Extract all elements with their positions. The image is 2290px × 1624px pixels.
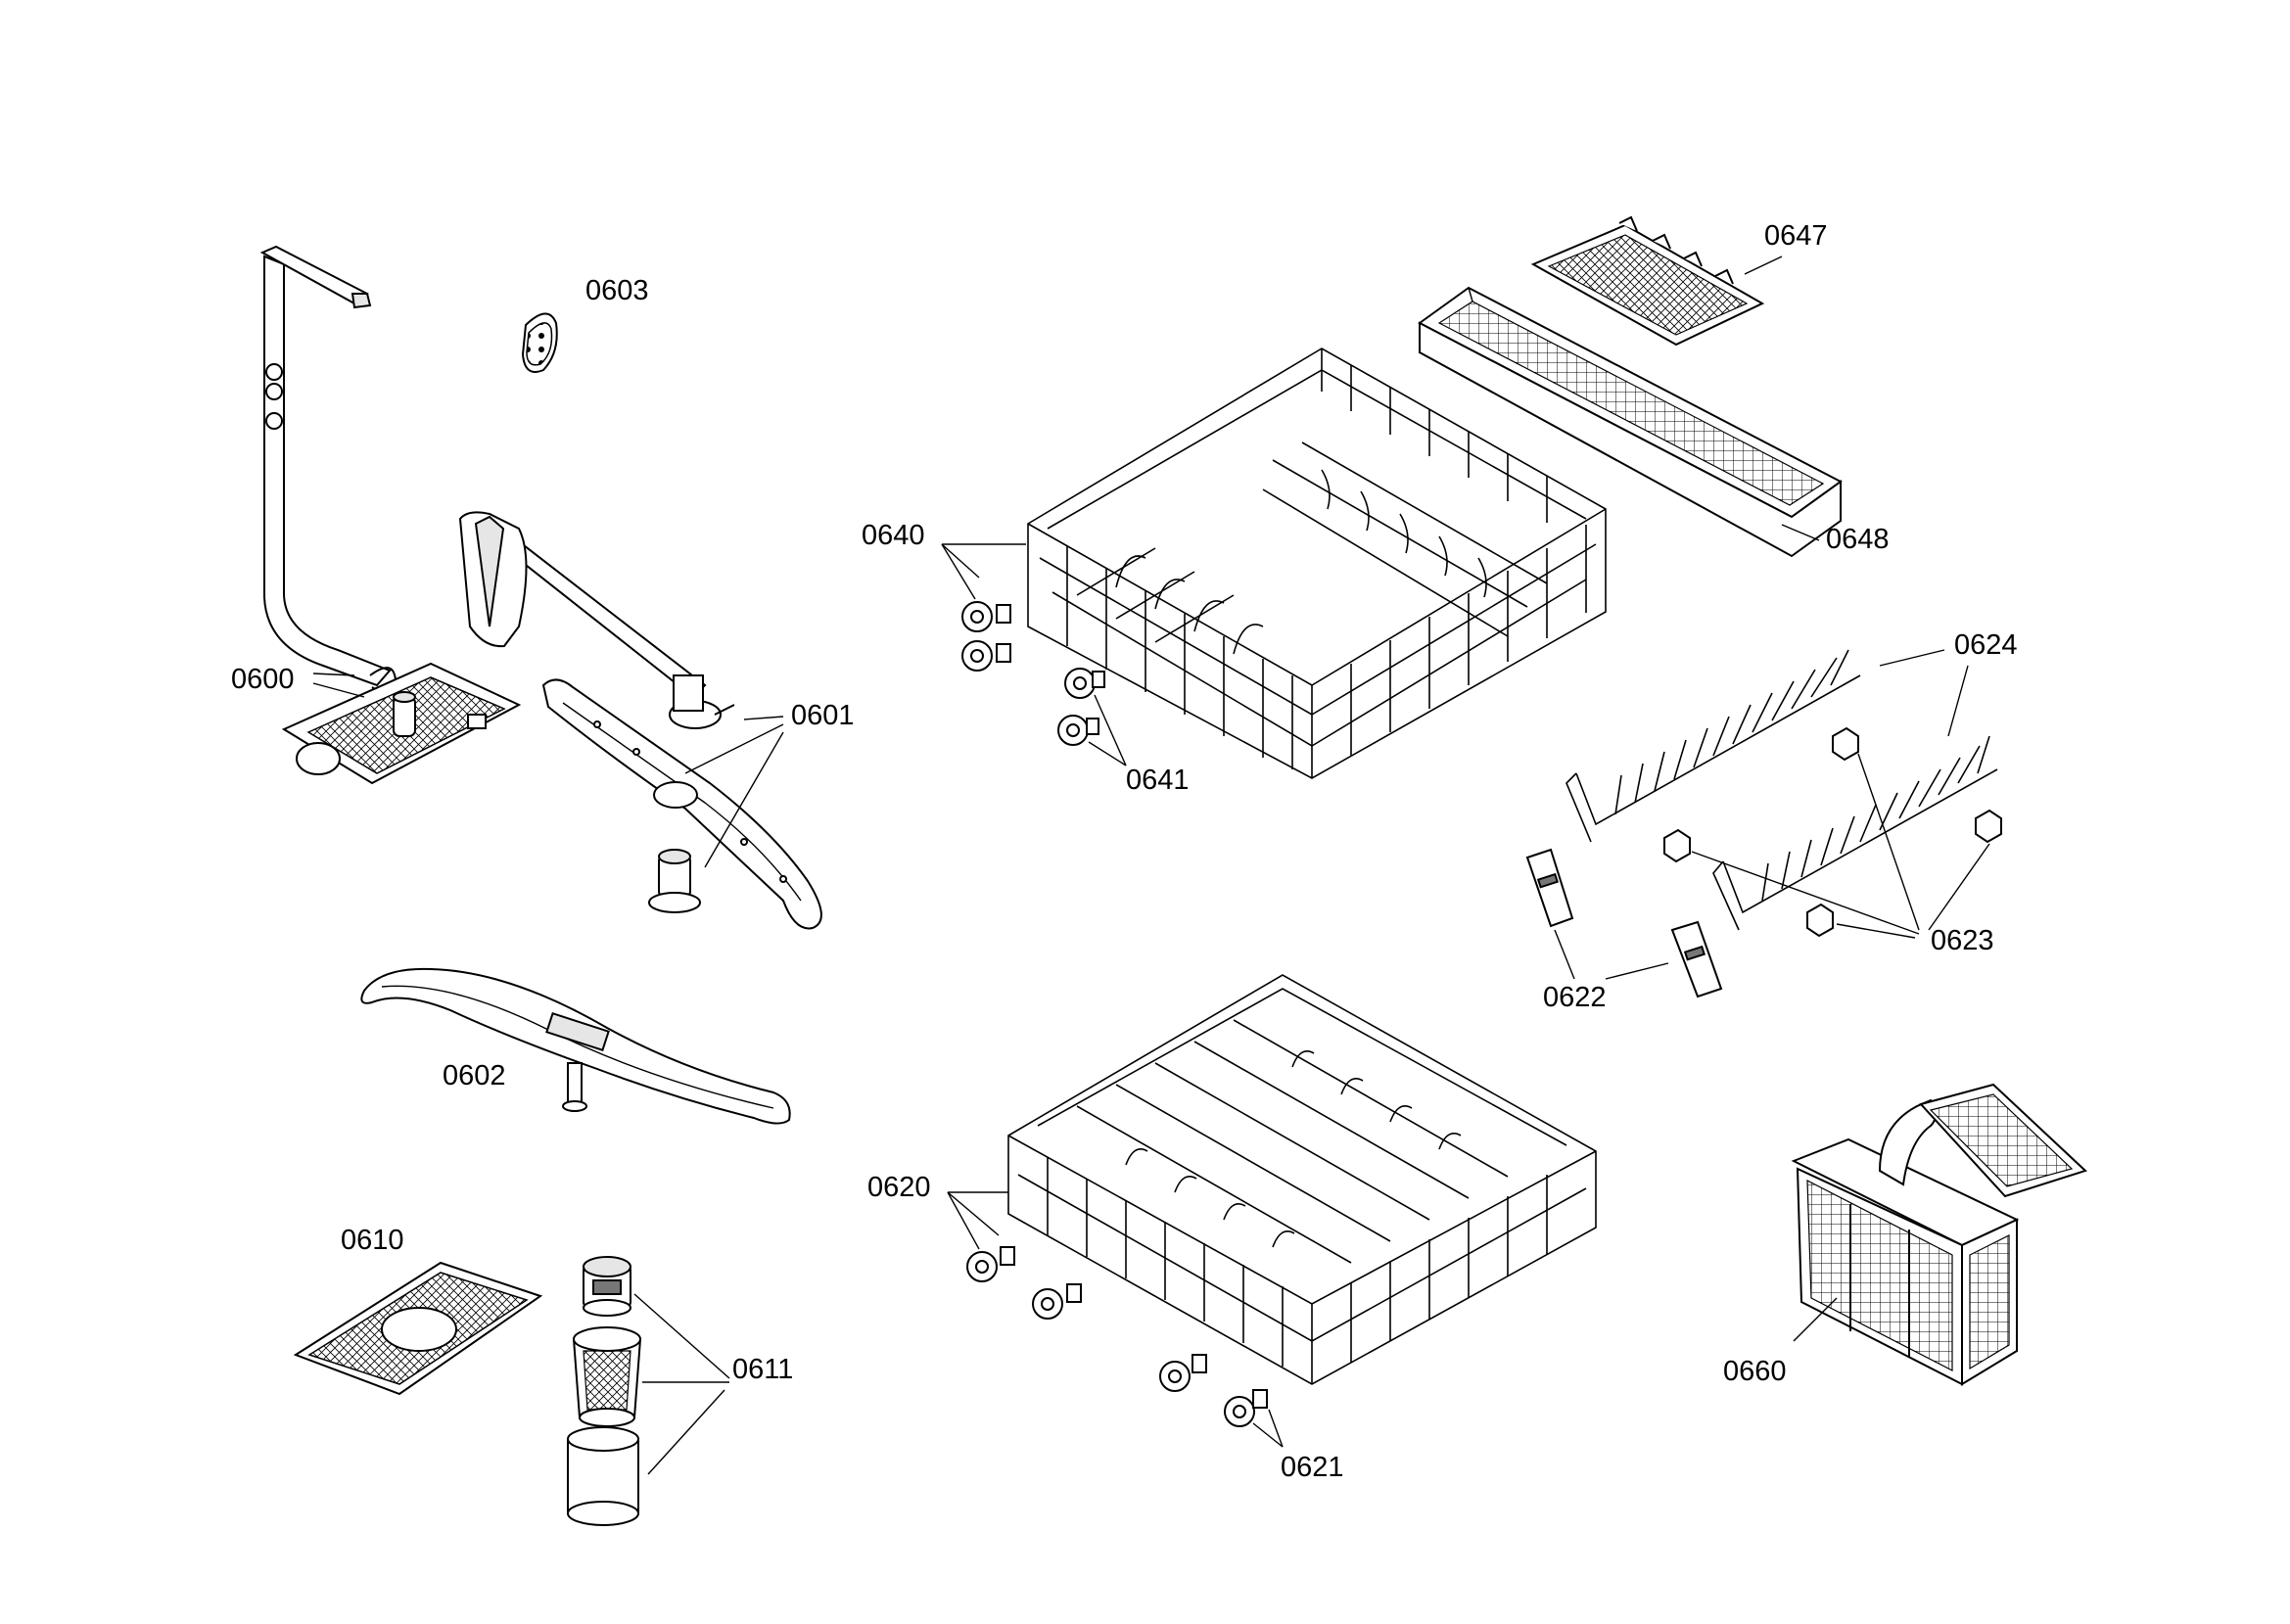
label-0602: 0602 — [443, 1060, 506, 1091]
leader-0647 — [1744, 255, 1783, 275]
part-0611-filter-top — [583, 1256, 631, 1317]
part-0640-upper-rack-wheels — [961, 601, 1011, 672]
part-0623-tine-clips — [1663, 726, 2002, 938]
part-0621-lower-rack-rollers — [1159, 1354, 1268, 1427]
leader-0601 — [684, 716, 784, 868]
leader-0624 — [1879, 649, 1969, 737]
part-0660-cutlery-basket — [1791, 1083, 2087, 1386]
part-0600-supply-pipe — [259, 245, 397, 692]
label-0648: 0648 — [1826, 524, 1890, 555]
leader-0621 — [1252, 1409, 1284, 1448]
part-0601-feed-tube — [458, 511, 735, 729]
leader-0600 — [312, 673, 365, 698]
part-0622-tine-brackets — [1525, 848, 1723, 998]
part-upper-rack — [1027, 348, 1607, 779]
leader-0622 — [1554, 929, 1669, 980]
part-0603-spray-nozzle — [521, 312, 558, 373]
part-0601-hub — [648, 849, 701, 913]
label-0640: 0640 — [862, 520, 925, 551]
leader-0623 — [1691, 753, 1990, 939]
label-0641: 0641 — [1126, 765, 1190, 796]
label-0647: 0647 — [1764, 220, 1828, 252]
label-0600: 0600 — [231, 664, 295, 695]
leader-0641 — [1088, 694, 1127, 766]
part-0602-lower-spray-arm — [360, 967, 791, 1125]
part-0647-tray-insert — [1530, 215, 1765, 347]
leader-0620 — [947, 1191, 1008, 1250]
label-0611: 0611 — [732, 1354, 793, 1385]
label-0621: 0621 — [1281, 1452, 1344, 1483]
label-0623: 0623 — [1931, 925, 1994, 956]
part-0600-base-housing — [281, 662, 522, 785]
part-lower-rack — [1007, 974, 1597, 1385]
label-0603: 0603 — [585, 275, 649, 306]
part-0624-tine-row-upper — [1566, 649, 1861, 843]
label-0610: 0610 — [341, 1225, 404, 1256]
label-0620: 0620 — [867, 1172, 931, 1203]
leader-0660 — [1793, 1297, 1838, 1342]
label-0622: 0622 — [1543, 982, 1607, 1013]
part-0601-spray-arm — [541, 678, 822, 930]
part-0620-lower-rack-wheels — [966, 1246, 1082, 1320]
leader-0611 — [633, 1293, 730, 1475]
part-0610-flat-filter — [293, 1261, 543, 1396]
part-0624-tine-row-lower — [1712, 735, 1998, 931]
label-0660: 0660 — [1723, 1356, 1787, 1387]
leader-0640 — [941, 543, 1026, 600]
label-0624: 0624 — [1954, 629, 2018, 661]
part-0648-cutlery-tray — [1418, 286, 1843, 558]
leader-0648 — [1781, 524, 1820, 541]
part-0611-filter-cylinder — [567, 1426, 639, 1526]
label-0601: 0601 — [791, 700, 855, 731]
part-0641-upper-rack-rollers — [1057, 668, 1105, 746]
part-0611-filter-mid — [572, 1326, 642, 1427]
